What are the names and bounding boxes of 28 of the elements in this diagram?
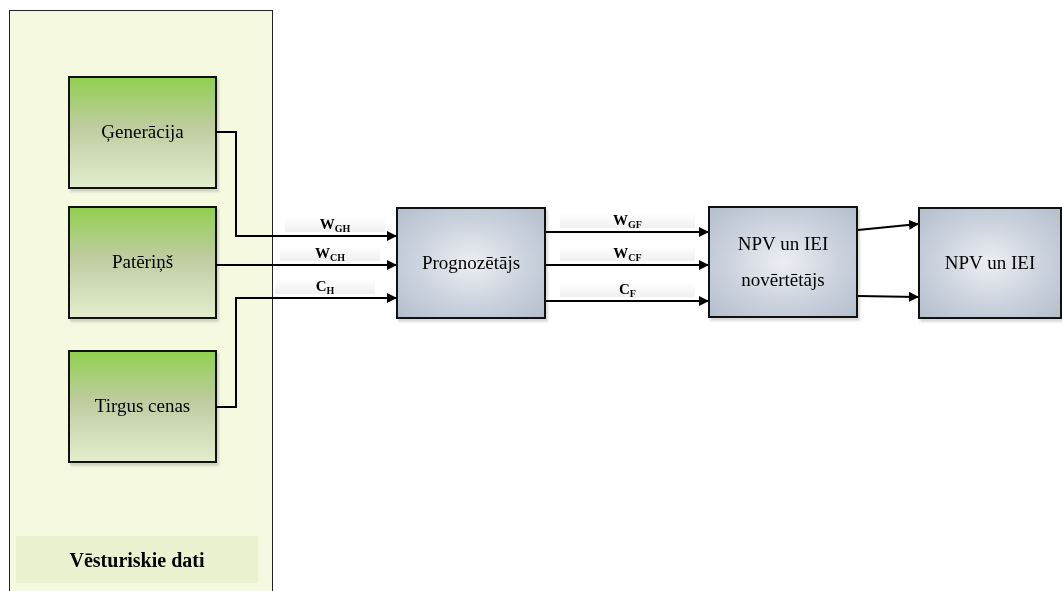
process-box bbox=[708, 206, 858, 318]
arrow bbox=[215, 293, 397, 408]
arrow bbox=[857, 291, 919, 302]
process-box bbox=[68, 350, 217, 463]
box-label: Prognozētājs bbox=[421, 250, 521, 275]
process-box bbox=[68, 206, 217, 319]
arrow bbox=[857, 219, 919, 231]
arrow bbox=[215, 260, 397, 270]
process-box bbox=[918, 207, 1062, 319]
edge-label: C$_{F}$ bbox=[560, 282, 695, 297]
process-box bbox=[68, 76, 217, 189]
edge-label: W$_{GH}$ bbox=[285, 217, 385, 232]
group-panel bbox=[9, 10, 273, 591]
arrow bbox=[215, 131, 397, 241]
arrow bbox=[545, 260, 709, 270]
box-label: Ģenerācija bbox=[101, 120, 184, 145]
edge-label: C$_{H}$ bbox=[275, 279, 375, 294]
panel-title: Vēsturiskie dati bbox=[16, 536, 258, 583]
box-label: Tirgus cenas bbox=[94, 394, 191, 419]
edge-label: W$_{GF}$ bbox=[560, 213, 695, 228]
arrow bbox=[545, 227, 709, 237]
process-box bbox=[396, 207, 546, 319]
box-label: Patēriņš bbox=[111, 250, 174, 275]
arrow bbox=[545, 296, 709, 306]
edge-label: W$_{CF}$ bbox=[560, 246, 695, 261]
edge-label: W$_{CH}$ bbox=[280, 246, 380, 261]
box-label: NPV un IEI novērtētājs bbox=[736, 231, 830, 292]
box-label: NPV un IEI bbox=[944, 250, 1036, 275]
